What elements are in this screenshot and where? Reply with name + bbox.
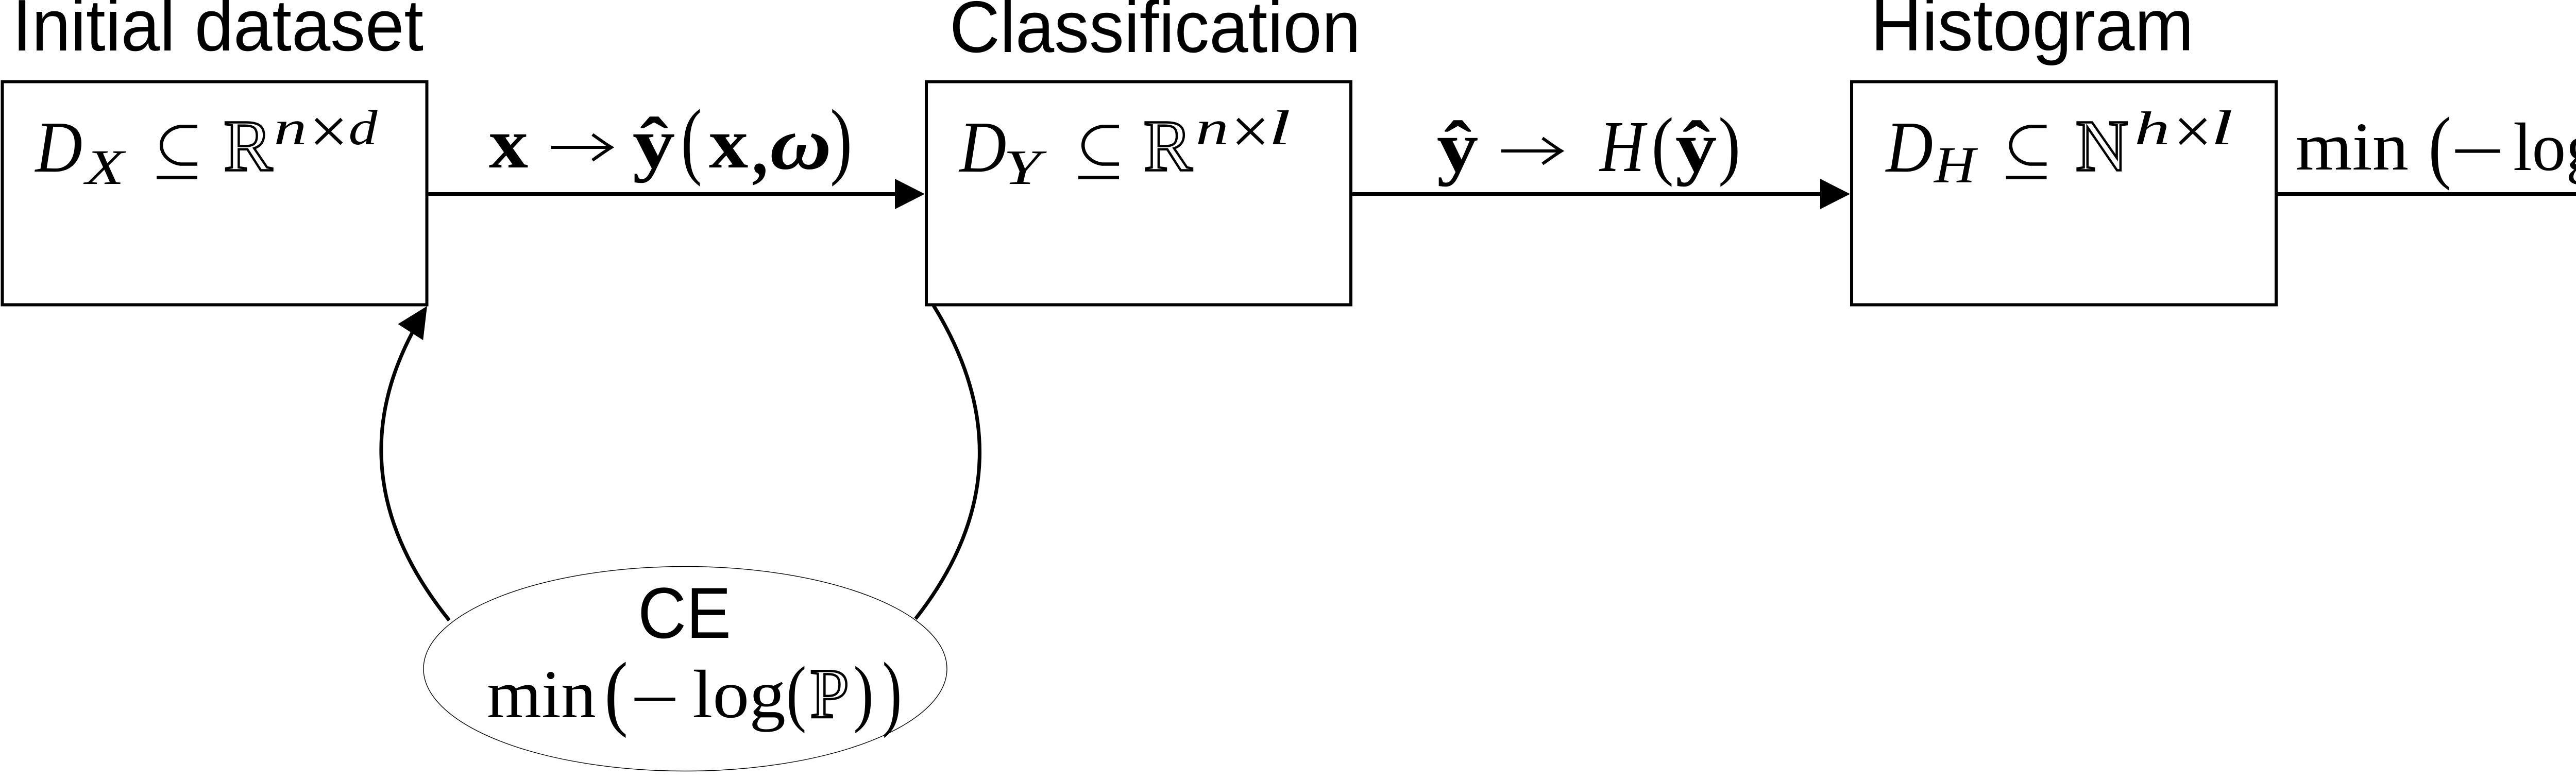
svg-text:P: P [810,654,849,733]
svg-text:−: − [2450,113,2505,189]
svg-text:x: x [709,104,748,183]
svg-text:min: min [487,656,596,732]
svg-text:): ) [883,646,902,739]
svg-text:H: H [1933,136,1978,194]
svg-text:d: d [349,101,378,155]
svg-text:x: x [489,104,528,183]
svg-text:X: X [83,140,126,195]
svg-text:H: H [1599,106,1648,187]
svg-text:(: ( [604,645,628,738]
svg-text:Histogram: Histogram [1871,0,2194,66]
svg-text:ŷ: ŷ [633,104,675,184]
svg-text:CE: CE [638,572,731,653]
svg-text:l: l [1268,101,1291,155]
svg-text:(: ( [2429,100,2451,191]
svg-text:R: R [1144,105,1193,187]
svg-text:D: D [958,107,1006,188]
svg-text:−: − [630,662,680,737]
svg-text:ŷ: ŷ [1437,107,1479,187]
svg-text:min: min [2296,108,2409,184]
svg-text:N: N [2076,105,2129,187]
svg-text:h: h [2134,102,2170,155]
svg-text:log: log [692,656,786,732]
svg-text:n: n [1196,101,1229,155]
svg-text:log: log [2513,109,2576,185]
svg-text:R: R [224,105,273,187]
svg-text:n: n [274,101,307,155]
svg-text:,: , [752,110,768,190]
svg-text:(: ( [786,652,806,734]
svg-text:D: D [35,107,82,188]
svg-text:l: l [2211,101,2233,155]
svg-text:Initial dataset: Initial dataset [12,0,423,66]
svg-text:Classification: Classification [950,0,1361,68]
svg-text:): ) [830,93,852,187]
svg-text:(: ( [681,93,702,187]
svg-text:): ) [854,652,874,734]
svg-text:(: ( [1652,103,1674,188]
svg-text:ω: ω [770,102,832,185]
svg-text:Y: Y [1004,140,1047,195]
svg-text:D: D [1885,107,1933,188]
svg-text:): ) [1718,103,1740,188]
svg-text:ŷ: ŷ [1675,107,1717,187]
